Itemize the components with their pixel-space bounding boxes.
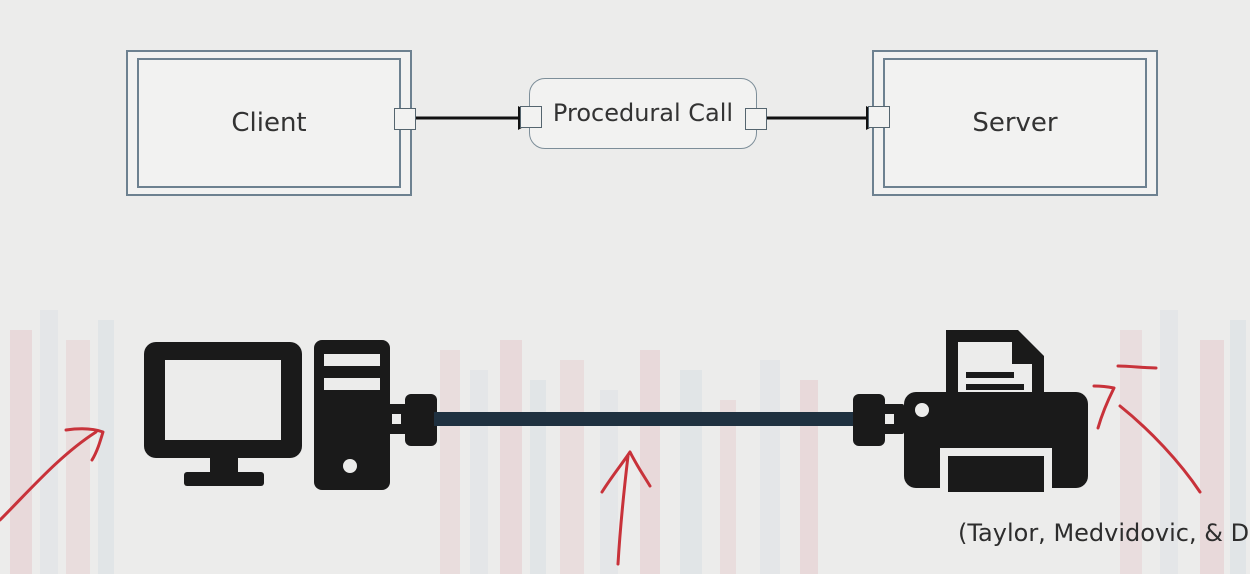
usb-cable-icon bbox=[387, 394, 904, 446]
client-label: Client bbox=[231, 108, 307, 138]
annotation-marks bbox=[0, 364, 1202, 566]
annotation-arrow-computer bbox=[0, 427, 105, 522]
client-component: Client bbox=[126, 50, 412, 196]
annotation-arrow-cable bbox=[600, 450, 652, 566]
client-output-port bbox=[394, 108, 416, 130]
annotation-arrow-printer bbox=[1092, 384, 1202, 494]
citation-text: (Taylor, Medvidovic, & D bbox=[958, 519, 1250, 547]
annotation-dash-printer bbox=[1116, 364, 1158, 370]
procedural-call-connector: Procedural Call bbox=[529, 78, 757, 149]
procedural-call-label: Procedural Call bbox=[552, 98, 734, 127]
desktop-computer-icon bbox=[144, 340, 390, 490]
connector-output-port bbox=[745, 108, 767, 130]
server-component: Server bbox=[872, 50, 1158, 196]
connector-input-port bbox=[520, 106, 542, 128]
background-stripes bbox=[10, 310, 1246, 574]
server-input-port bbox=[868, 106, 890, 128]
server-label: Server bbox=[972, 108, 1058, 138]
printer-icon bbox=[904, 330, 1088, 492]
